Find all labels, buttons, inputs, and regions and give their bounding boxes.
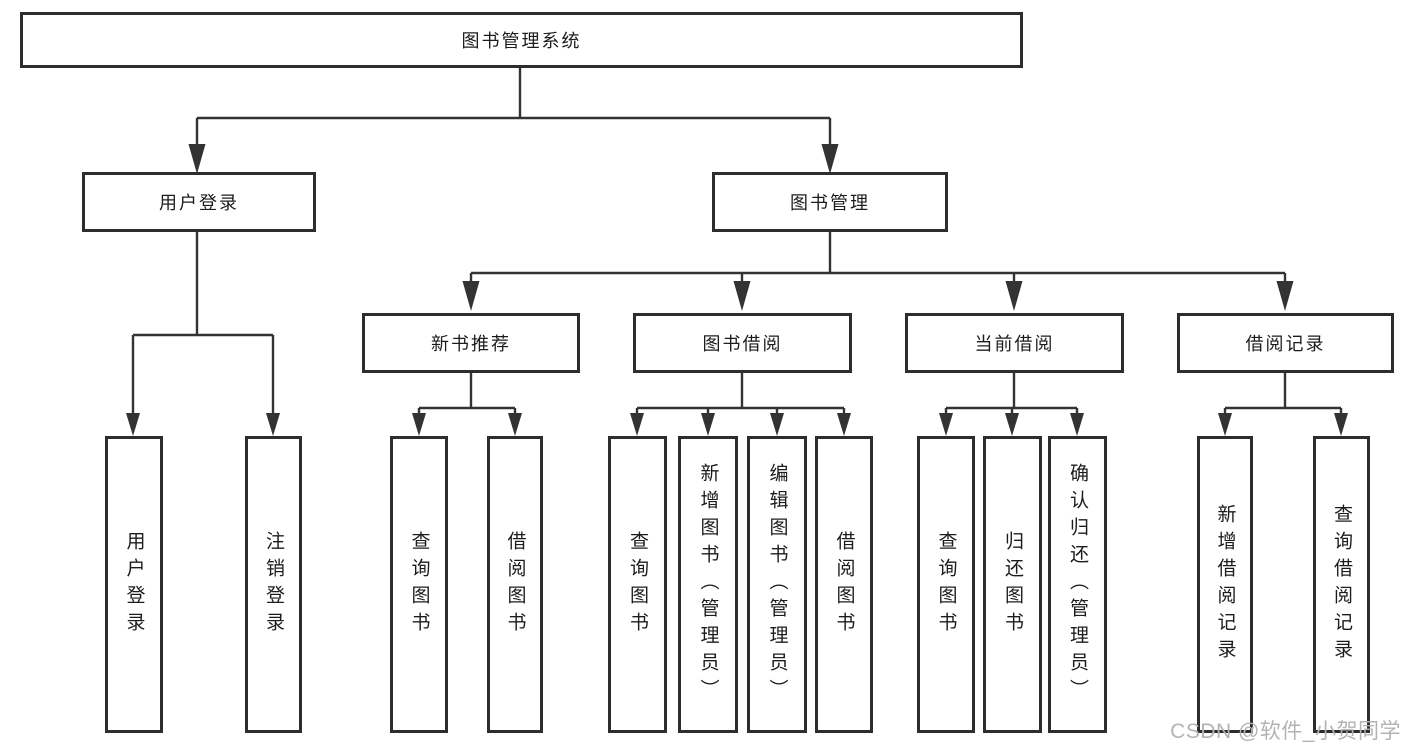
arrow-down-icon xyxy=(701,413,715,436)
node-new-book-recommendation: 新书推荐 xyxy=(362,313,580,373)
leaf-logout: 注销登录 xyxy=(245,436,302,733)
arrow-down-icon xyxy=(1218,413,1232,436)
arrow-down-icon xyxy=(126,413,140,436)
arrow-down-icon xyxy=(266,413,280,436)
arrow-down-icon xyxy=(462,281,480,311)
arrow-down-icon xyxy=(412,413,426,436)
arrow-down-icon xyxy=(630,413,644,436)
leaf-edit-books-admin: 编辑图书（管理员） xyxy=(747,436,807,733)
leaf-add-books-admin: 新增图书（管理员） xyxy=(678,436,738,733)
arrow-down-icon xyxy=(508,413,522,436)
arrow-down-icon xyxy=(821,144,839,174)
leaf-current-query-books: 查询图书 xyxy=(917,436,975,733)
arrow-down-icon xyxy=(1005,281,1023,311)
arrow-down-icon xyxy=(1334,413,1348,436)
arrow-down-icon xyxy=(1070,413,1084,436)
leaf-recommend-borrow-books: 借阅图书 xyxy=(487,436,543,733)
arrow-down-icon xyxy=(837,413,851,436)
watermark: CSDN @软件_小贺同学 xyxy=(1170,720,1401,743)
node-borrowing-records: 借阅记录 xyxy=(1177,313,1394,373)
node-book-borrowing: 图书借阅 xyxy=(633,313,852,373)
node-book-management: 图书管理 xyxy=(712,172,948,232)
connector-path xyxy=(131,68,1343,416)
leaf-borrow-query-books: 查询图书 xyxy=(608,436,667,733)
node-current-borrowing: 当前借阅 xyxy=(905,313,1124,373)
arrow-down-icon xyxy=(188,144,206,174)
arrow-down-icon xyxy=(1005,413,1019,436)
arrowheads xyxy=(126,144,1348,436)
leaf-user-login: 用户登录 xyxy=(105,436,163,733)
arrow-down-icon xyxy=(770,413,784,436)
arrow-down-icon xyxy=(733,281,751,311)
node-root: 图书管理系统 xyxy=(20,12,1023,68)
arrow-down-icon xyxy=(1276,281,1294,311)
leaf-add-borrow-record: 新增借阅记录 xyxy=(1197,436,1253,733)
leaf-return-books: 归还图书 xyxy=(983,436,1042,733)
leaf-query-borrow-record: 查询借阅记录 xyxy=(1313,436,1370,733)
node-user-login: 用户登录 xyxy=(82,172,316,232)
arrow-down-icon xyxy=(939,413,953,436)
leaf-borrow-books: 借阅图书 xyxy=(815,436,873,733)
leaf-confirm-return-admin: 确认归还（管理员） xyxy=(1048,436,1107,733)
leaf-recommend-query-books: 查询图书 xyxy=(390,436,448,733)
